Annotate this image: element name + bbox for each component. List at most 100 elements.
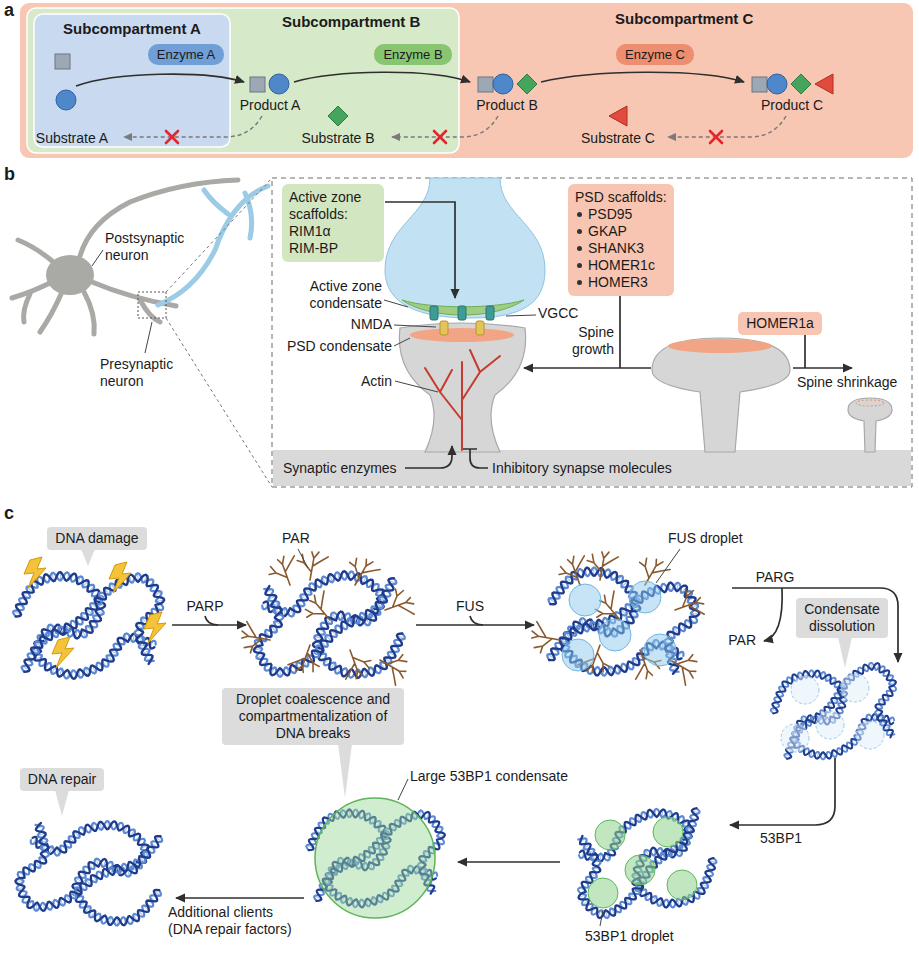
par-chain	[584, 549, 619, 583]
par-branch	[373, 646, 413, 686]
molecule-triangle	[609, 106, 627, 126]
par-chain	[294, 549, 329, 583]
arrow	[793, 367, 852, 369]
dendritic-spine	[848, 398, 892, 452]
par-chain	[529, 621, 563, 656]
bullet-dot	[577, 246, 582, 251]
arrow	[458, 861, 560, 863]
callout-tail	[81, 549, 95, 566]
axon	[204, 190, 228, 214]
block-mark	[434, 131, 446, 143]
protein-label: 53BP1	[760, 830, 802, 847]
text-row: RIM-BP	[289, 240, 377, 257]
molecule-label: Substrate C	[581, 130, 655, 147]
molecule-diamond	[517, 74, 537, 94]
enzyme-pill: Enzyme B	[374, 44, 451, 65]
molecule-square	[478, 77, 493, 92]
dendrite	[84, 292, 94, 334]
compartment-fill	[20, 3, 913, 158]
dissolving-droplet	[856, 721, 884, 749]
arrow	[732, 588, 898, 662]
part-label: PSD condensate	[287, 338, 392, 355]
dendrite	[12, 282, 52, 298]
bullet-dot	[577, 263, 582, 268]
text-row: Subcompartment B	[282, 13, 459, 30]
panel-letter: c	[4, 505, 14, 522]
enzyme-label: PARP	[186, 598, 223, 615]
nmda-receptor	[440, 321, 448, 335]
text-row: DNA repair	[28, 771, 96, 788]
protein-label: FUS	[456, 598, 484, 615]
molecule-circle	[767, 74, 787, 94]
base-pairs	[567, 808, 715, 923]
box-text: HOMER1c	[588, 257, 655, 273]
text-row: SHANK3	[575, 240, 667, 257]
molecule-square	[55, 54, 70, 69]
molecule-diamond	[791, 74, 811, 94]
par-branch	[239, 621, 273, 656]
dna-strand	[24, 574, 164, 671]
box-heading: DNA damage	[55, 530, 138, 546]
dashed-arrow	[124, 116, 262, 137]
par-chain	[341, 552, 381, 592]
text-row: Enzyme C	[625, 46, 685, 63]
par-chain	[373, 646, 413, 686]
par-chain	[287, 640, 325, 678]
dna	[11, 806, 172, 933]
box-heading: DNA repair	[28, 771, 96, 787]
arrow	[764, 588, 782, 641]
axon	[245, 193, 252, 238]
arrow	[405, 446, 452, 468]
base-pairs	[13, 572, 155, 678]
box-heading: Droplet coalescence and compartmentaliza…	[236, 691, 390, 741]
compartment-box: Subcompartment AEnzyme A	[34, 14, 230, 147]
psd-condensate	[668, 339, 772, 353]
box-text: GKAP	[588, 223, 627, 239]
part-label: FUS droplet	[668, 530, 743, 547]
box-heading: PSD scaffolds:	[575, 189, 667, 205]
dissolving-droplet	[791, 676, 819, 704]
callout-tail	[838, 637, 852, 668]
inhibition-line	[463, 449, 488, 468]
dna	[13, 572, 164, 679]
text-row: PSD scaffolds:	[575, 189, 667, 206]
par-branch	[529, 621, 563, 656]
box-heading: HOMER1a	[746, 315, 814, 331]
box-heading: Subcompartment A	[63, 20, 201, 37]
leader-line	[506, 315, 536, 316]
vgcc-channel	[458, 306, 466, 320]
reaction-arrow	[76, 74, 244, 86]
leader-line	[145, 322, 152, 353]
par-chain	[299, 589, 341, 630]
enzyme-label: PARG	[756, 569, 795, 586]
dna-strand	[16, 572, 155, 679]
fus-droplet	[629, 581, 661, 613]
par-branch	[265, 553, 303, 591]
part-label: NMDA	[351, 316, 392, 333]
bullet-dot	[577, 212, 582, 217]
base-pairs	[11, 813, 163, 930]
part-label: Active zone condensate	[280, 278, 382, 312]
leader-line	[298, 549, 308, 568]
callout-tail	[55, 790, 69, 816]
dna	[537, 560, 704, 691]
molecule-circle	[493, 74, 513, 94]
part-label: PAR	[282, 530, 310, 547]
base-pairs	[766, 660, 898, 766]
actin-filament	[425, 350, 500, 450]
text-row: PSD95	[575, 206, 667, 223]
box-text: PSD95	[588, 206, 632, 222]
par-chain	[380, 585, 418, 623]
text-row: RIM1α	[289, 223, 377, 240]
box-heading: Subcompartment C	[615, 10, 753, 27]
part-label: VGCC	[538, 305, 578, 322]
cofactor-hook	[470, 616, 483, 625]
dissolving-droplet	[841, 674, 869, 702]
leader-line	[398, 779, 408, 800]
panel-letter: a	[4, 2, 14, 19]
text-row: Subcompartment C	[615, 10, 913, 27]
box-heading: Enzyme B	[383, 47, 442, 62]
damage-bolt	[109, 562, 131, 593]
box-text: HOMER3	[588, 274, 648, 290]
